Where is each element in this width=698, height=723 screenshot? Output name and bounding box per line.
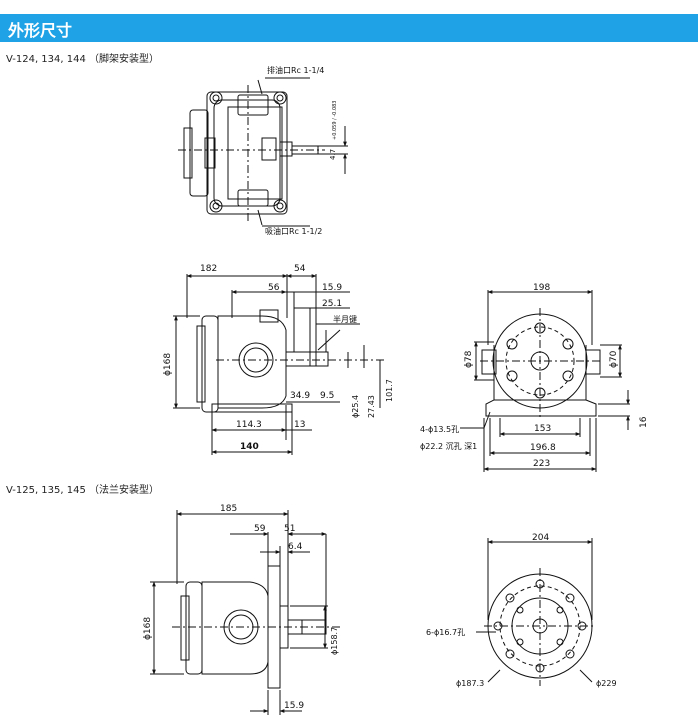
- dim-27-43: 27.43: [367, 395, 376, 418]
- key-width-tolerance: +0.059 / -0.083: [332, 101, 338, 141]
- flange-holes-label: 6-ϕ16.7孔: [426, 628, 465, 637]
- dim-phi25-4: ϕ25.4: [351, 395, 360, 418]
- dim-101-7: 101.7: [385, 379, 394, 402]
- flange-front-view-drawing: [476, 538, 596, 686]
- section-title: 外形尺寸: [8, 21, 73, 40]
- dim-phi70: ϕ70: [609, 350, 619, 368]
- dim-15-9: 15.9: [322, 283, 342, 293]
- dim-198: 198: [533, 283, 550, 293]
- top-view-drawing: [178, 77, 348, 227]
- dim-51: 51: [284, 524, 295, 534]
- dim-phi78: ϕ78: [464, 350, 474, 368]
- caption-flange-mount: V-125, 135, 145 （法兰安装型）: [6, 485, 160, 496]
- dim-phi187-3: ϕ187.3: [456, 679, 484, 688]
- dim-34-9: 34.9: [290, 391, 310, 401]
- dim-196-8: 196.8: [530, 443, 556, 453]
- foot-side-view-drawing: [173, 274, 385, 455]
- caption-foot-mount: V-124, 134, 144 （脚架安装型）: [6, 54, 160, 65]
- dim-56: 56: [268, 283, 280, 293]
- dim-13: 13: [294, 420, 305, 430]
- dim-59: 59: [254, 524, 266, 534]
- dim-phi229: ϕ229: [596, 679, 617, 688]
- dim-15-9-flange: 15.9: [284, 701, 304, 711]
- dim-phi158-7: ϕ158.7: [330, 627, 339, 655]
- woodruff-key-label: 半月键: [333, 314, 357, 324]
- counterbore-label: ϕ22.2 沉孔 深1: [420, 442, 477, 451]
- section-header-bar: 外形尺寸: [0, 14, 698, 42]
- dim-54: 54: [294, 264, 306, 274]
- dim-153: 153: [534, 424, 551, 434]
- inlet-port-label: 吸油口Rc 1-1/2: [265, 226, 322, 236]
- dim-140: 140: [240, 442, 259, 452]
- flange-side-view-drawing: [150, 510, 340, 715]
- dim-phi168-flange: ϕ168: [143, 617, 153, 640]
- dim-185: 185: [220, 504, 237, 514]
- outlet-port-label: 排油口Rc 1-1/4: [267, 65, 324, 75]
- dim-9-5: 9.5: [320, 391, 334, 401]
- mounting-holes-label: 4-ϕ13.5孔: [420, 425, 459, 434]
- foot-front-view-drawing: [460, 290, 630, 472]
- key-width-dim: 4.7: [329, 149, 337, 160]
- dim-114-3: 114.3: [236, 420, 262, 430]
- dim-204: 204: [532, 533, 549, 543]
- dim-phi168: ϕ168: [163, 353, 173, 376]
- dim-6-4: 6.4: [288, 542, 303, 552]
- dim-16: 16: [639, 416, 649, 428]
- dim-223: 223: [533, 459, 550, 469]
- dim-182: 182: [200, 264, 217, 274]
- dim-25-1: 25.1: [322, 299, 342, 309]
